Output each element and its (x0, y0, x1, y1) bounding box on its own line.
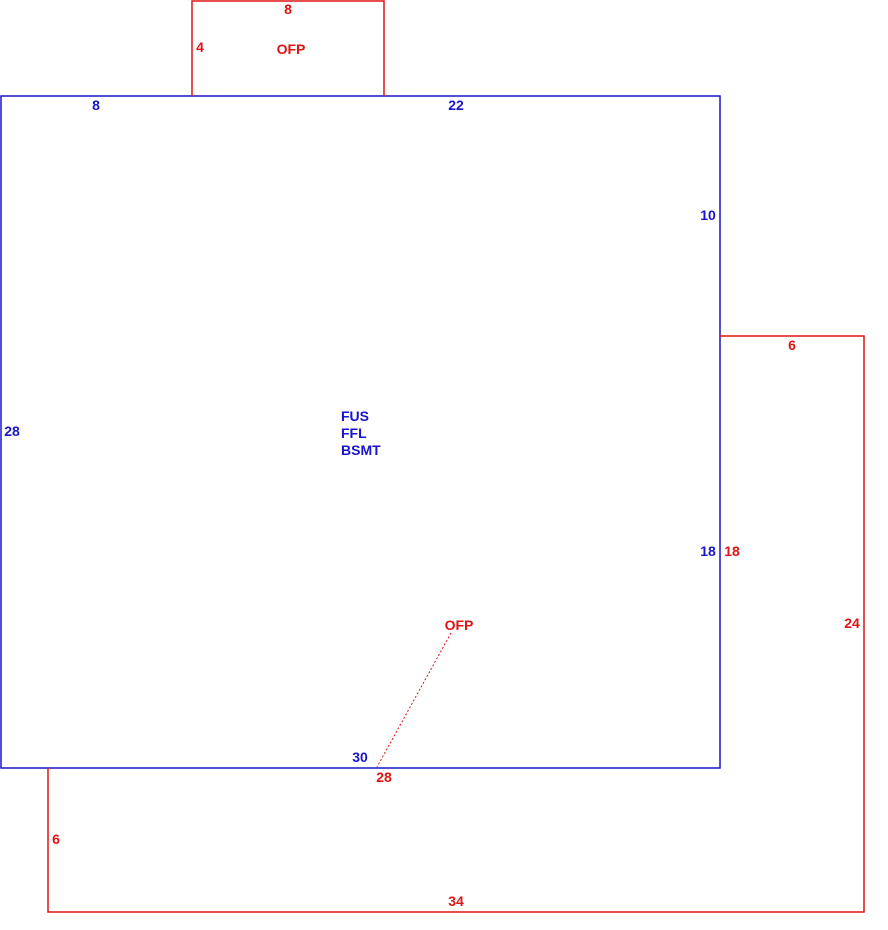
main-structure-outline (0, 95, 721, 769)
dim-main-right-lower: 18 (700, 543, 716, 559)
dim-main-left: 28 (4, 423, 20, 439)
area-label-fus: FUS (341, 408, 369, 424)
dim-main-top-right: 22 (448, 97, 464, 113)
dim-rear-porch-inner-bottom: 28 (376, 769, 392, 785)
rear-porch-label: OFP (445, 617, 474, 633)
dim-front-porch-depth: 4 (196, 39, 204, 55)
rear-porch-outline (47, 335, 865, 913)
dim-rear-porch-left-drop: 6 (52, 831, 60, 847)
dim-rear-porch-inner-right: 18 (724, 543, 740, 559)
dim-main-bottom: 30 (352, 749, 368, 765)
dim-main-top-left: 8 (92, 97, 100, 113)
front-porch-outline (191, 0, 385, 96)
rear-porch-leader-line (376, 632, 452, 768)
dim-rear-porch-bottom: 34 (448, 893, 464, 909)
area-label-ffl: FFL (341, 425, 367, 441)
front-porch-label: OFP (277, 41, 306, 57)
dim-rear-porch-right-top: 6 (788, 337, 796, 353)
dim-rear-porch-right-side: 24 (844, 615, 860, 631)
dim-front-porch-width: 8 (284, 1, 292, 17)
area-label-bsmt: BSMT (341, 442, 381, 458)
dim-main-right-upper: 10 (700, 207, 716, 223)
